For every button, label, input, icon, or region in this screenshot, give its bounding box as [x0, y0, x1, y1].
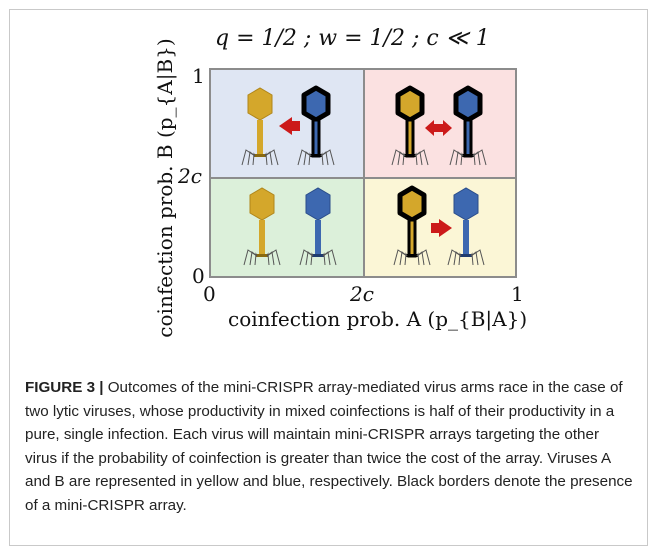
arrow-left-icon: [279, 117, 300, 135]
x-tick-right: 1: [511, 282, 524, 306]
figure: q = 1/2 ; w = 1/2 ; c ≪ 1 coinfection pr…: [153, 0, 659, 340]
x-axis-label: coinfection prob. A (p_{B|A}): [228, 307, 528, 331]
virus-a-icon: [243, 187, 281, 266]
virus-b-crispr-icon: [450, 88, 486, 165]
y-tick-top: 1: [192, 64, 205, 88]
figure-title: q = 1/2 ; w = 1/2 ; c ≪ 1: [215, 26, 490, 51]
virus-b-icon: [299, 187, 337, 266]
virus-a-crispr-icon: [394, 188, 430, 265]
phage-illustrations: [241, 0, 659, 340]
virus-a-icon: [241, 87, 279, 166]
figure-caption: FIGURE 3 | Outcomes of the mini-CRISPR a…: [25, 376, 635, 517]
y-tick-bottom: 0: [192, 264, 205, 288]
double-arrow-icon: [425, 120, 452, 136]
virus-a-crispr-icon: [392, 88, 428, 165]
y-tick-mid: 2c: [178, 164, 202, 188]
quadrant-bottom-left: [209, 178, 364, 278]
x-tick-mid: 2c: [350, 282, 374, 306]
caption-label: FIGURE 3 |: [25, 379, 104, 396]
grid-horizontal-divider: [209, 177, 517, 179]
virus-b-icon: [447, 187, 485, 266]
quadrant-top-right: [364, 68, 517, 178]
grid-vertical-divider: [363, 68, 365, 278]
caption-text: Outcomes of the mini-CRISPR array-mediat…: [25, 379, 633, 514]
arrow-right-icon: [431, 219, 452, 237]
virus-b-crispr-icon: [298, 88, 334, 165]
x-tick-left: 0: [203, 282, 216, 306]
